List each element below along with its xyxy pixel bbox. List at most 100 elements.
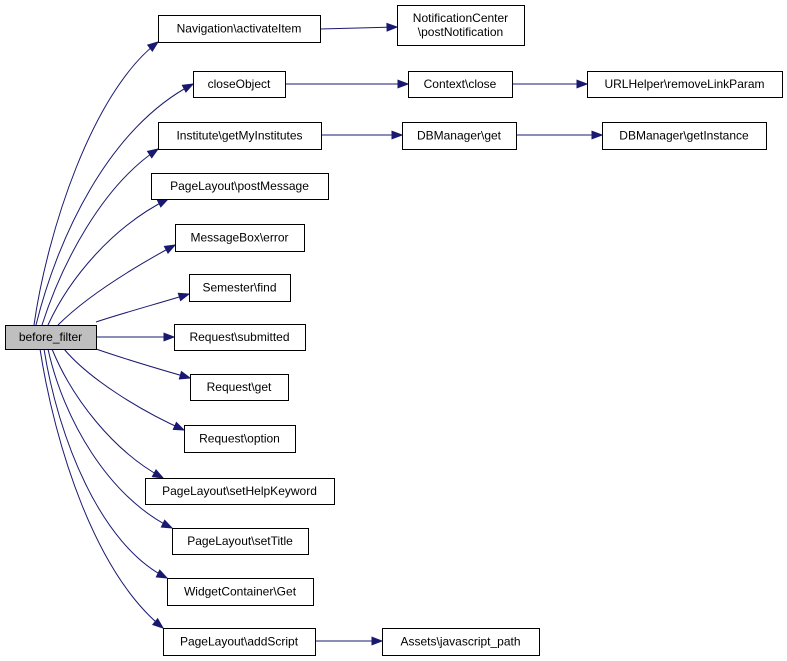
edge-before_filter-to-req_option (63, 348, 186, 431)
edge-before_filter-to-mb_error (57, 244, 177, 326)
node-label: \postNotification (418, 25, 503, 39)
arrowhead (155, 569, 169, 579)
edges (33, 22, 604, 646)
node-pl-postmsg[interactable]: PageLayout\postMessage (151, 173, 329, 200)
node-nav-activate[interactable]: Navigation\activateItem (158, 15, 321, 43)
node-box (408, 71, 513, 98)
edge-context_close-to-url_remove (512, 79, 589, 89)
arrowhead (371, 636, 384, 646)
arrowhead (146, 148, 160, 159)
edge-db_get-to-db_instance (516, 130, 604, 140)
edge-pl_addscript-to-assets_js (315, 636, 384, 646)
arrowhead (172, 421, 186, 431)
node-assets-js[interactable]: Assets\javascript_path (382, 628, 540, 656)
edge-line (47, 348, 173, 529)
node-label: Navigation\activateItem (177, 22, 302, 36)
node-box (5, 325, 97, 350)
node-box (189, 274, 291, 302)
node-box (158, 15, 321, 43)
arrowhead (163, 244, 177, 254)
node-box (145, 478, 335, 505)
node-label: before_filter (19, 330, 82, 344)
arrowhead (178, 370, 192, 380)
node-inst-getmy[interactable]: Institute\getMyInstitutes (158, 122, 322, 150)
node-pl-helpkw[interactable]: PageLayout\setHelpKeyword (145, 478, 335, 505)
node-box (382, 628, 540, 656)
node-box (190, 374, 289, 401)
node-req-submitted[interactable]: Request\submitted (174, 324, 306, 351)
node-label: Semester\find (202, 281, 276, 295)
edge-before_filter-to-sem_find (95, 292, 191, 323)
edge-line (33, 41, 159, 326)
edge-line (39, 348, 164, 629)
node-label: Request\submitted (189, 330, 289, 344)
node-label: PageLayout\postMessage (170, 179, 309, 193)
node-pl-addscript[interactable]: PageLayout\addScript (163, 628, 316, 656)
edge-line (47, 198, 169, 326)
edge-before_filter-to-close_object (35, 83, 195, 326)
edge-close_object-to-context_close (285, 79, 410, 89)
arrowhead (163, 332, 176, 342)
node-box (184, 425, 296, 453)
node-box (602, 122, 767, 150)
edge-before_filter-to-pl_settitle (47, 348, 174, 529)
arrowhead (160, 519, 174, 529)
arrowhead (177, 292, 191, 302)
edge-line (95, 348, 191, 379)
node-box (402, 122, 517, 150)
node-label: Request\option (199, 432, 280, 446)
arrowhead (156, 198, 170, 208)
node-pl-settitle[interactable]: PageLayout\setTitle (172, 528, 309, 555)
arrowhead (181, 83, 195, 93)
arrowhead (386, 22, 399, 32)
node-mb-error[interactable]: MessageBox\error (175, 224, 305, 252)
edge-before_filter-to-inst_getmy (41, 148, 160, 326)
node-box (175, 224, 305, 252)
edge-before_filter-to-nav_activate (33, 41, 160, 326)
node-db-instance[interactable]: DBManager\getInstance (602, 122, 767, 150)
node-box (151, 173, 329, 200)
arrowhead (146, 41, 160, 52)
node-box (158, 122, 322, 150)
edge-before_filter-to-wc_get (43, 348, 169, 579)
node-label: WidgetContainer\Get (184, 585, 297, 599)
node-db-get[interactable]: DBManager\get (402, 122, 517, 150)
node-label: Assets\javascript_path (400, 635, 520, 649)
node-wc-get[interactable]: WidgetContainer\Get (167, 578, 314, 606)
edge-line (35, 83, 194, 326)
node-label: NotificationCenter (413, 11, 508, 25)
edge-line (63, 348, 185, 431)
node-label: closeObject (208, 77, 271, 91)
edge-before_filter-to-pl_addscript (39, 348, 165, 629)
edge-line (319, 26, 398, 30)
node-before-filter[interactable]: before_filter (5, 325, 97, 350)
node-notif-post[interactable]: NotificationCenter\postNotification (397, 5, 525, 46)
edge-line (95, 293, 190, 323)
edge-inst_getmy-to-db_get (321, 130, 404, 140)
node-label: Institute\getMyInstitutes (176, 129, 302, 143)
node-context-close[interactable]: Context\close (408, 71, 513, 98)
node-box (587, 71, 783, 98)
node-req-option[interactable]: Request\option (184, 425, 296, 453)
node-sem-find[interactable]: Semester\find (189, 274, 291, 302)
node-req-get[interactable]: Request\get (190, 374, 289, 401)
edge-before_filter-to-req_submitted (96, 332, 176, 342)
node-close-object[interactable]: closeObject (193, 71, 286, 98)
node-box (174, 324, 306, 351)
node-box (163, 628, 316, 656)
arrowhead (151, 617, 165, 629)
node-url-remove[interactable]: URLHelper\removeLinkParam (587, 71, 783, 98)
node-label: DBManager\get (417, 129, 502, 143)
arrowhead (391, 130, 404, 140)
edge-line (43, 348, 168, 579)
arrowhead (576, 79, 589, 89)
arrowhead (151, 469, 165, 479)
node-label: PageLayout\setTitle (187, 534, 293, 548)
node-label: Context\close (424, 77, 497, 91)
edge-before_filter-to-req_get (95, 348, 192, 380)
node-label: URLHelper\removeLinkParam (604, 77, 764, 91)
arrowhead (397, 79, 410, 89)
node-box (167, 578, 314, 606)
edge-line (51, 348, 164, 479)
